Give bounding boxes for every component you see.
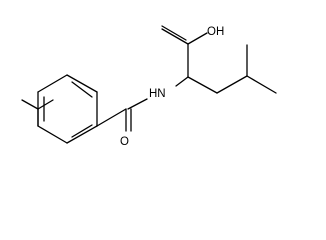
bond-ring-carbonyl: [96, 108, 127, 127]
bond-c-oh: [187, 32, 208, 45]
side-chain: [187, 44, 277, 94]
ring-double-bond: [71, 124, 93, 138]
carboxylic-acid-group: [161, 25, 208, 78]
bond-methyl-ch: [21, 99, 39, 110]
bond-ch-methyl: [37, 99, 54, 110]
ring-bond: [37, 125, 68, 144]
bond-c-o-double: [161, 25, 187, 41]
ring-bond: [66, 74, 98, 93]
ring-bond: [37, 74, 68, 93]
amide-group: [96, 76, 189, 132]
benzene-ring: [37, 74, 98, 144]
bond-n-calpha: [175, 76, 189, 87]
bond-ch2-ch: [216, 75, 248, 94]
bond-calpha-ch2: [187, 76, 218, 94]
ring-bond: [66, 125, 98, 144]
carboxylic-oh-label: OH: [207, 26, 224, 38]
ring-double-bond: [71, 81, 93, 98]
amide-nitrogen-label: HN: [149, 88, 166, 100]
bond-c-o: [161, 28, 189, 45]
bond-carbonyl-n: [127, 98, 148, 110]
molecule-structure: HN O OH: [21, 25, 277, 148]
amide-oxygen-label: O: [120, 136, 129, 148]
bond-ch-methyl: [246, 75, 277, 94]
